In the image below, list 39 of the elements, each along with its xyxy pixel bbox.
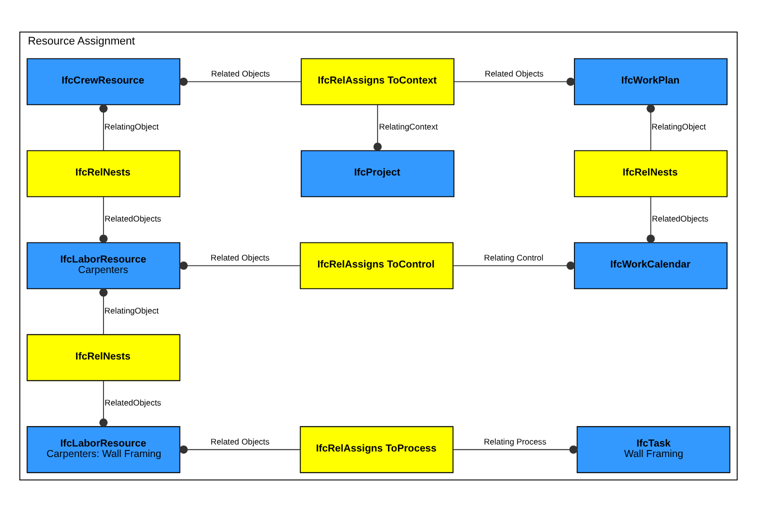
- edge-label: Related Objects: [210, 253, 270, 262]
- node-box: IfcRelAssigns ToProcess: [300, 426, 454, 474]
- connector: [454, 78, 575, 86]
- edge-label: RelatingObject: [652, 122, 706, 132]
- node-box: IfcRelNests: [574, 150, 728, 198]
- connector: [179, 78, 302, 86]
- edge-label: RelatingObject: [104, 122, 159, 132]
- connector: [99, 104, 108, 151]
- edge-label: Relating Process: [484, 437, 546, 446]
- node-box: IfcTask Wall Framing: [576, 426, 730, 474]
- edge-label: Relating Control: [484, 253, 544, 262]
- edge-label: RelatedObjects: [104, 398, 162, 408]
- edge-label: Related Objects: [211, 69, 270, 78]
- node-box: IfcWorkCalendar: [574, 242, 728, 290]
- connector: [646, 104, 655, 151]
- node-box: IfcWorkPlan: [574, 58, 728, 106]
- connector: [99, 196, 108, 243]
- node-box: IfcLaborResource Carpenters: [26, 242, 180, 290]
- node-box: IfcCrewResource: [26, 58, 180, 106]
- edge-label: Related Objects: [210, 437, 270, 446]
- connector: [452, 262, 575, 270]
- node-box: IfcRelAssigns ToContext: [300, 58, 454, 106]
- connector: [179, 262, 301, 270]
- node-box: IfcRelAssigns ToControl: [300, 242, 454, 290]
- edge-label: RelatingContext: [378, 122, 438, 132]
- edge-label: RelatedObjects: [652, 214, 708, 224]
- connector: [99, 380, 108, 427]
- connector: [452, 445, 578, 454]
- node-box: IfcRelNests: [26, 334, 180, 382]
- connector: [99, 288, 108, 335]
- node-box: IfcLaborResource Carpenters: Wall Framing: [26, 426, 180, 474]
- edge-label: Related Objects: [484, 69, 544, 78]
- edge-label: RelatedObjects: [104, 214, 162, 224]
- connector: [646, 196, 655, 243]
- node-box: IfcProject: [300, 150, 454, 198]
- connector: [373, 104, 382, 151]
- node-box: IfcRelNests: [26, 150, 180, 198]
- edge-label: RelatingObject: [104, 306, 159, 316]
- connector: [179, 445, 301, 454]
